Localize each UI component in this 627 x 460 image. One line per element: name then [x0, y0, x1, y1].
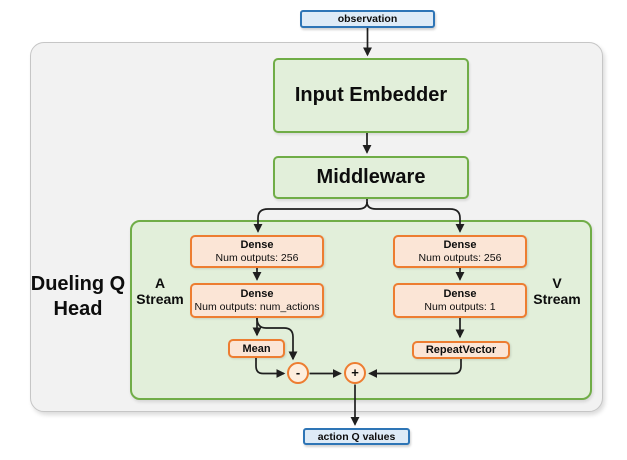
observation-label: observation	[337, 13, 398, 25]
minus-operator-label: -	[295, 365, 301, 380]
input-embedder-label: Input Embedder	[294, 84, 448, 106]
a-stream-label-line1: A	[154, 275, 166, 291]
a-stream-label-line2: Stream	[136, 291, 184, 307]
v-dense-2-num-outputs: Num outputs: 1	[424, 301, 496, 313]
mean-node: Mean	[228, 339, 285, 358]
v-dense-1-node: Dense Num outputs: 256	[393, 235, 527, 268]
minus-operator-node: -	[287, 362, 309, 384]
a-dense-1-title: Dense	[240, 239, 274, 251]
action-q-values-node: action Q values	[303, 428, 410, 445]
v-dense-2-node: Dense Num outputs: 1	[393, 283, 527, 318]
input-embedder-node: Input Embedder	[273, 58, 469, 133]
plus-operator-node: +	[344, 362, 366, 384]
v-stream-label: V Stream	[531, 275, 583, 307]
v-dense-1-num-outputs: Num outputs: 256	[418, 252, 502, 264]
plus-operator-label: +	[351, 365, 359, 380]
dueling-q-head-label-line1: Dueling Q	[30, 273, 126, 295]
repeat-vector-node: RepeatVector	[412, 341, 510, 359]
a-dense-1-num-outputs: Num outputs: 256	[215, 252, 299, 264]
dueling-q-head-label-line2: Head	[53, 298, 103, 320]
observation-node: observation	[300, 10, 435, 28]
v-dense-1-title: Dense	[443, 239, 477, 251]
mean-label: Mean	[242, 342, 271, 355]
middleware-node: Middleware	[273, 156, 469, 199]
a-dense-2-num-outputs: Num outputs: num_actions	[194, 301, 320, 313]
v-stream-label-line1: V	[552, 275, 562, 291]
a-dense-2-node: Dense Num outputs: num_actions	[190, 283, 324, 318]
action-q-values-label: action Q values	[317, 430, 396, 443]
dueling-q-head-label: Dueling Q Head	[20, 272, 136, 322]
middleware-label: Middleware	[316, 166, 426, 188]
v-dense-2-title: Dense	[443, 288, 477, 300]
v-stream-label-line2: Stream	[533, 291, 581, 307]
a-stream-label: A Stream	[134, 275, 186, 307]
a-dense-2-title: Dense	[240, 288, 274, 300]
repeat-vector-label: RepeatVector	[425, 344, 497, 356]
a-dense-1-node: Dense Num outputs: 256	[190, 235, 324, 268]
